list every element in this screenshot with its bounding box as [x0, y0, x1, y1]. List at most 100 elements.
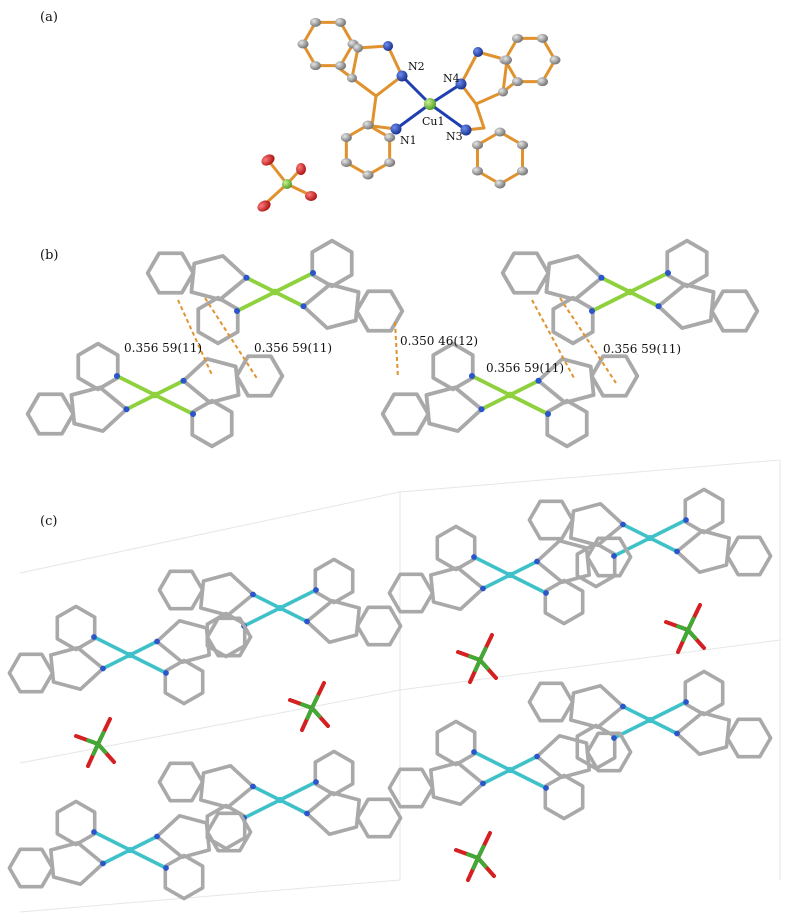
carbon-atom [549, 55, 561, 65]
carbon-atom [537, 77, 548, 87]
complex-molecule [7, 604, 253, 706]
nitrogen-atom [683, 517, 689, 523]
panel-b-label: (b) [40, 248, 58, 263]
cl-o-bond [473, 658, 482, 672]
nitrogen-atom [480, 780, 486, 787]
cu-n-bond [129, 848, 167, 870]
nitrogen-atom [611, 735, 617, 741]
cu-n-bond [129, 639, 158, 657]
nitrogen-atom [683, 699, 689, 705]
ring [380, 392, 431, 436]
ring [205, 811, 253, 853]
copper-atom [646, 716, 654, 724]
cl-o-bond [681, 628, 690, 642]
cl-o-bond [476, 844, 486, 860]
ring [683, 669, 725, 717]
ring [157, 761, 205, 803]
nitrogen-atom [620, 703, 626, 710]
ring [568, 501, 625, 548]
nitrogen-atom [598, 274, 605, 281]
nitrogen-atom [396, 70, 408, 82]
nitrogen-atom [390, 123, 402, 135]
oxygen-atom [296, 163, 306, 175]
ring [424, 385, 484, 434]
ring [500, 251, 551, 295]
carbon-atom [537, 33, 548, 43]
cu-n-bond [473, 555, 511, 577]
ring [305, 790, 362, 837]
cu-n-bond [395, 102, 431, 131]
copper-atom [126, 651, 134, 659]
ring [435, 524, 477, 572]
nitrogen-atom [471, 749, 477, 755]
cu-n-bond [649, 536, 678, 554]
nitrogen-atom [543, 590, 549, 596]
cu-n-bond [252, 592, 281, 610]
cu-n-bond [649, 700, 687, 722]
perchlorate-anion-a [257, 154, 317, 212]
nitrogen-atom [300, 303, 307, 310]
cl-o-bond [471, 856, 480, 870]
carbon-atom [335, 17, 346, 27]
cu-n-bond [622, 522, 651, 540]
nitrogen-atom [180, 377, 187, 384]
ring [155, 618, 212, 665]
carbon-atom [471, 166, 483, 176]
ring [55, 799, 97, 847]
atom-label-n4: N4 [443, 72, 460, 85]
ring [535, 733, 592, 780]
nitrogen-atom [313, 779, 319, 785]
cu-n-bond [482, 768, 511, 786]
ring [234, 354, 285, 398]
ring [155, 813, 212, 860]
bond [474, 102, 486, 130]
cu-n-bond [649, 518, 687, 540]
bond [350, 76, 378, 98]
carbon-atom [340, 133, 352, 142]
nitrogen-atom [674, 548, 680, 555]
carbon-atom [347, 73, 357, 83]
ring [431, 341, 475, 392]
ring [656, 282, 716, 331]
atom-label-n1: N1 [400, 134, 417, 147]
ring [196, 295, 240, 346]
ring [527, 499, 575, 541]
perchlorate-anion [288, 681, 330, 732]
oxygen-atom [305, 191, 317, 201]
nitrogen-atom [611, 553, 617, 559]
cu-n-bond [600, 276, 631, 294]
complex-molecule [7, 799, 253, 901]
nitrogen-atom [243, 274, 250, 281]
cu-n-bond [429, 102, 467, 132]
oxygen-atom [261, 154, 275, 166]
atom-label-cu1: Cu1 [422, 115, 445, 128]
carbon-atom [353, 43, 363, 53]
bond [356, 44, 390, 50]
cu-n-bond [243, 798, 281, 820]
complex-molecule [500, 238, 760, 346]
distance-label: 0.356 59(11) [603, 342, 681, 356]
ring [545, 398, 589, 449]
panel-c: (c) [7, 459, 781, 913]
copper-atom [271, 288, 279, 296]
cu-n-bond [613, 536, 651, 558]
nitrogen-atom [588, 307, 596, 315]
cu-n-bond [509, 754, 538, 772]
ring [55, 604, 97, 652]
cu-n-bond [509, 393, 549, 416]
nitrogen-atom [460, 124, 472, 136]
nitrogen-atom [674, 730, 680, 737]
distance-label: 0.356 59(11) [486, 361, 564, 375]
distance-label: 0.350 46(12) [400, 334, 478, 348]
cu-n-bond [622, 704, 651, 722]
ring [313, 749, 355, 797]
bond [386, 44, 404, 78]
carbon-atom [517, 140, 529, 150]
cu-n-bond [429, 82, 462, 106]
ring [428, 760, 485, 807]
nitrogen-atom [313, 587, 319, 593]
cu-n-bond [482, 573, 511, 591]
carbon-atom [494, 179, 506, 189]
nitrogen-atom [91, 829, 97, 835]
cu-n-bond [129, 653, 167, 675]
